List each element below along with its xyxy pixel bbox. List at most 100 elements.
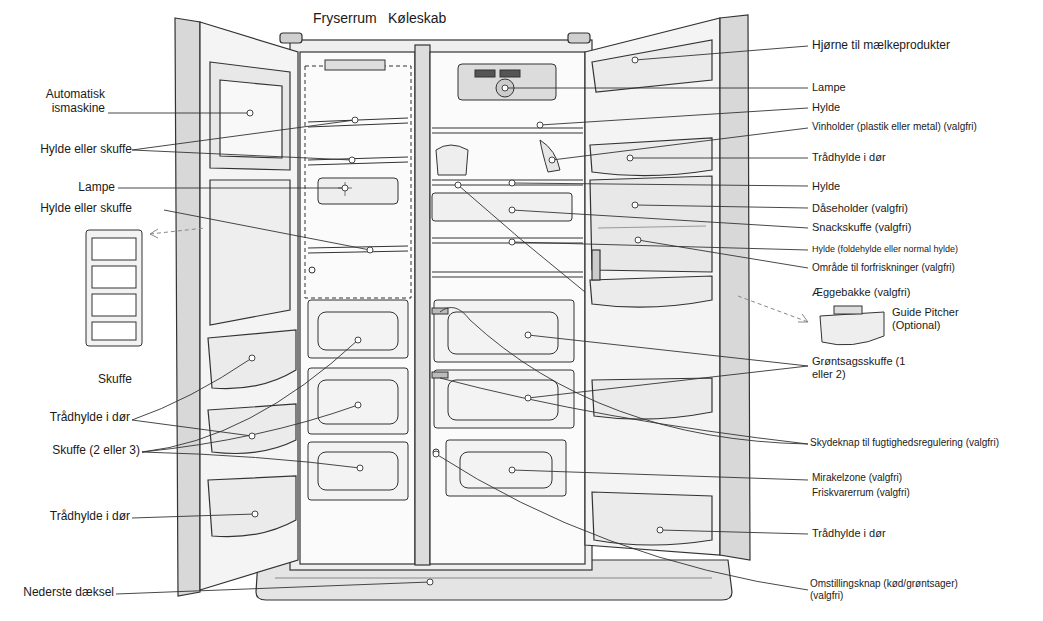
drawer-inset-part: [86, 230, 142, 346]
part-label: Lampe: [812, 81, 1037, 94]
part-label: Område til forfriskninger (valgfri): [812, 262, 1040, 274]
leader-lines-part: [164, 210, 370, 250]
leader-lines-part: [638, 240, 808, 268]
drawer-inset-part: [92, 238, 136, 260]
part-label: Hylde: [812, 101, 1037, 114]
fridge-interior-part: [432, 272, 583, 277]
freezer-interior-part: [305, 66, 411, 298]
freezer-door: [175, 18, 298, 596]
leader-lines: [108, 46, 808, 594]
freezer-interior: [305, 60, 411, 500]
fridge-door-part: [592, 492, 712, 545]
leader-lines-part: [118, 188, 345, 189]
part-label: Hylde (foldehylde eller normal hylde): [812, 244, 1040, 254]
part-label: Lampe: [40, 181, 115, 195]
leader-dots-part: [627, 155, 633, 161]
leader-dots-part: [509, 467, 515, 473]
leader-lines-part: [552, 128, 808, 160]
part-label: Snackskuffe (valgfri): [812, 221, 1037, 234]
fridge-interior-part: [500, 70, 520, 77]
freezer-door-part: [208, 476, 296, 537]
freezer-interior-part: [318, 178, 398, 204]
leader-dots-part: [537, 122, 543, 128]
part-label: Trådhylde i dør: [8, 510, 130, 524]
part-label: Nederste dæksel: [4, 586, 114, 600]
leader-lines-part: [132, 120, 355, 160]
leader-dots-part: [632, 57, 638, 63]
fridge-interior-part: [432, 238, 583, 243]
cabinet-part: [290, 40, 592, 570]
fridge-door-part: [590, 276, 712, 307]
freezer-interior-part: [309, 267, 315, 273]
part-label: Hjørne til mælkeprodukter: [812, 39, 1037, 53]
leader-dots-part: [252, 511, 258, 517]
freezer-interior-part: [308, 118, 408, 127]
leader-lines-part: [505, 88, 808, 89]
freezer-door-part: [210, 180, 290, 325]
freezer-interior-part: [308, 246, 408, 253]
leader-dots-part: [632, 202, 638, 208]
part-label: Trådhylde i dør: [812, 527, 1037, 540]
fridge-door-part: [592, 40, 712, 92]
leader-dots-part: [433, 451, 439, 457]
part-label: Grøntsagsskuffe (1 eller 2): [812, 355, 922, 380]
part-label: Mirakelzone (valgfri): [812, 472, 1037, 484]
leader-lines-part: [108, 113, 250, 114]
fridge-interior-part: [432, 128, 583, 133]
leader-dots: [247, 57, 663, 585]
leader-dots-part: [635, 237, 641, 243]
drawer-inset-part: [150, 229, 158, 238]
leader-dots-part: [247, 110, 253, 116]
leader-lines-part: [132, 358, 252, 436]
drawer-inset-part: [92, 266, 136, 288]
part-label: Køleskab: [388, 10, 458, 26]
part-label: Trådhylde i dør: [8, 411, 130, 425]
egg-tray-inset-part: [820, 312, 884, 345]
part-label: Hylde eller skuffe: [10, 202, 132, 216]
part-label: Dåseholder (valgfri): [812, 202, 1037, 215]
part-label: Fryserrum: [313, 10, 383, 26]
leader-dots-part: [525, 332, 531, 338]
fridge-interior-part: [458, 64, 556, 100]
drawer-inset-part: [92, 322, 136, 340]
leader-lines-part: [630, 158, 808, 159]
leader-lines-part: [512, 210, 808, 228]
freezer-door-part: [220, 80, 282, 158]
leader-dots-part: [455, 182, 461, 188]
leader-dots-part: [427, 579, 433, 585]
leader-dots-part: [509, 239, 515, 245]
leader-lines-part: [635, 46, 808, 60]
part-label: Æggebakke (valgfri): [812, 286, 1037, 299]
leader-lines-part: [512, 470, 808, 480]
leader-dots-part: [355, 402, 361, 408]
egg-tray-inset-part: [834, 306, 862, 314]
leader-lines-part: [132, 514, 255, 518]
leader-dots-part: [509, 207, 515, 213]
leader-lines-part: [635, 205, 808, 208]
leader-lines-part: [142, 340, 360, 468]
fridge-door-part: [590, 176, 712, 272]
freezer-interior-part: [318, 452, 398, 490]
fridge-interior-part: [460, 452, 552, 488]
fridge-door: [585, 15, 750, 560]
part-label: Vinholder (plastik eller metal) (valgfri…: [812, 121, 1040, 133]
leader-dots-part: [367, 247, 373, 253]
part-label: Guide Pitcher (Optional): [892, 306, 972, 331]
freezer-door-part: [200, 22, 298, 590]
freezer-interior-part: [318, 312, 398, 350]
freezer-interior-part: [308, 157, 408, 165]
part-label: Hylde eller skuffe: [10, 143, 132, 157]
leader-lines-part: [458, 185, 585, 292]
fridge-interior-part: [432, 193, 572, 221]
freezer-door-part: [208, 330, 296, 389]
part-label: Trådhylde i dør: [812, 151, 1037, 164]
freezer-interior-part: [338, 182, 352, 196]
freezer-interior-part: [325, 60, 385, 70]
fridge-interior-part: [446, 440, 566, 496]
leader-dots-part: [357, 465, 363, 471]
cabinet-part: [300, 52, 415, 564]
part-label: Friskvarerrum (valgfri): [812, 487, 1037, 499]
leader-dots-part: [342, 185, 348, 191]
freezer-door-part: [175, 18, 200, 596]
freezer-door-part: [208, 404, 296, 454]
